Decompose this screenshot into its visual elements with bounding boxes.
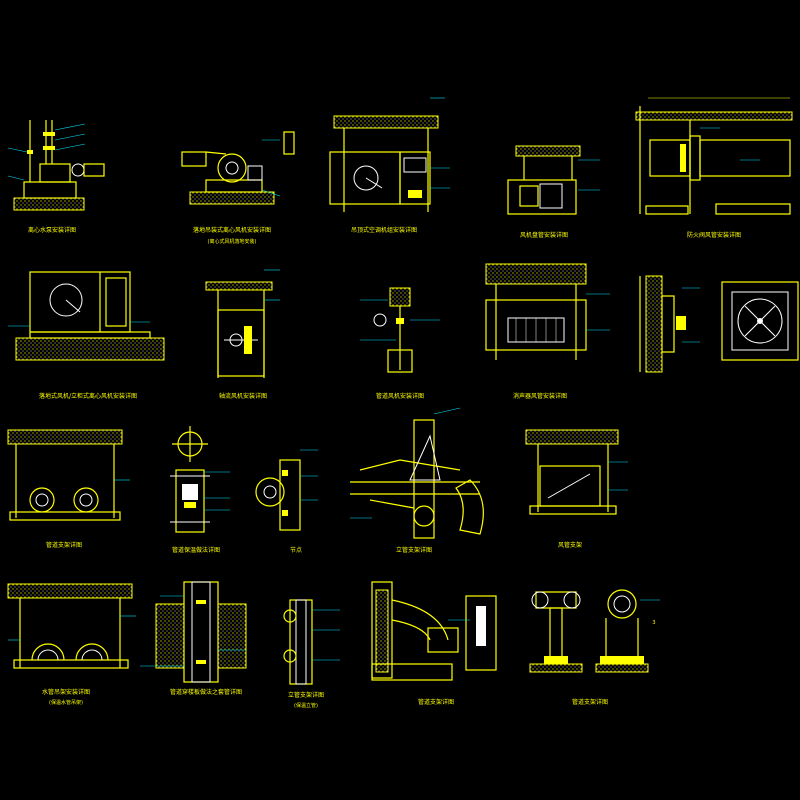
detail-fan-coil: 风机盘管安装详图 <box>507 145 600 239</box>
caption-pipe-insulation: 管道保温做法详图 <box>172 546 220 554</box>
detail-pump-installation: 离心水泵安装详图 <box>7 120 105 234</box>
caption-pipe-slab: 管道穿楼板做法之套管详图 <box>170 688 242 696</box>
detail-centrifugal-fan-floor: 落地吊装式离心风机安装详图 (离心式风机落地安装) <box>181 131 295 245</box>
detail-pipe-stand-support: 3 管道支架详图 <box>529 589 660 706</box>
detail-silencer-duct: 消声器风管安装详图 <box>485 263 610 400</box>
detail-duct-support: 风管支架 <box>525 429 628 549</box>
caption-insulated-riser-sub: (保温立管) <box>294 702 318 709</box>
detail-pipe-through-slab: 管道穿楼板做法之套管详图 <box>140 581 247 696</box>
caption-node: 节点 <box>290 546 302 554</box>
caption-duct-support: 风管支架 <box>558 541 582 549</box>
detail-wall-exhaust-fan <box>639 275 799 373</box>
caption-riser-support: 立管支架详图 <box>396 546 432 554</box>
caption-pipe-elbow: 管道支架详图 <box>418 698 454 706</box>
detail-riser-support: 立管支架详图 <box>350 407 484 554</box>
caption-ceiling-ahu: 吊顶式空调机组安装详图 <box>351 226 417 234</box>
detail-pipe-elbow-support: 管道支架详图 <box>371 581 497 706</box>
caption-insulated-riser: 立管支架详图 <box>288 691 324 699</box>
caption-fan-floor: 落地吊装式离心风机安装详图 <box>193 226 271 234</box>
detail-insulated-riser: 立管支架详图 (保温立管) <box>283 599 340 709</box>
detail-pipe-fan: 管道风机安装详图 <box>360 287 440 400</box>
detail-pipe-support: 管道支架详图 <box>7 429 130 549</box>
detail-ceiling-ahu: 吊顶式空调机组安装详图 <box>329 97 450 234</box>
detail-node: 节点 <box>255 449 318 554</box>
caption-pipe-stand: 管道支架详图 <box>572 698 608 706</box>
caption-pipe-support: 管道支架详图 <box>46 541 82 549</box>
caption-cabinet-fan: 落地式风机/立柜式离心风机安装详图 <box>39 392 137 400</box>
detail-pipe-insulation: 管道保温做法详图 <box>170 426 230 554</box>
detail-cabinet-fan: 落地式风机/立柜式离心风机安装详图 <box>8 271 165 400</box>
dimension-label: 3 <box>652 620 655 626</box>
caption-fan-floor-sub: (离心式风机落地安装) <box>208 238 257 245</box>
detail-water-pipe-hanger: 水管吊架安装详图 (保温水管吊架) <box>7 583 136 706</box>
caption-pump: 离心水泵安装详图 <box>28 226 76 234</box>
detail-fire-damper-duct: 防火阀风管安装详图 <box>635 97 793 239</box>
caption-axial-fan: 轴流风机安装详图 <box>219 392 267 400</box>
caption-silencer: 消声器风管安装详图 <box>513 392 567 400</box>
caption-fan-coil: 风机盘管安装详图 <box>520 231 568 239</box>
detail-axial-fan: 轴流风机安装详图 <box>205 269 280 400</box>
caption-fire-damper: 防火阀风管安装详图 <box>687 231 741 239</box>
caption-water-hanger-sub: (保温水管吊架) <box>49 699 83 706</box>
caption-pipe-fan: 管道风机安装详图 <box>376 392 424 400</box>
caption-water-hanger: 水管吊架安装详图 <box>42 688 90 696</box>
